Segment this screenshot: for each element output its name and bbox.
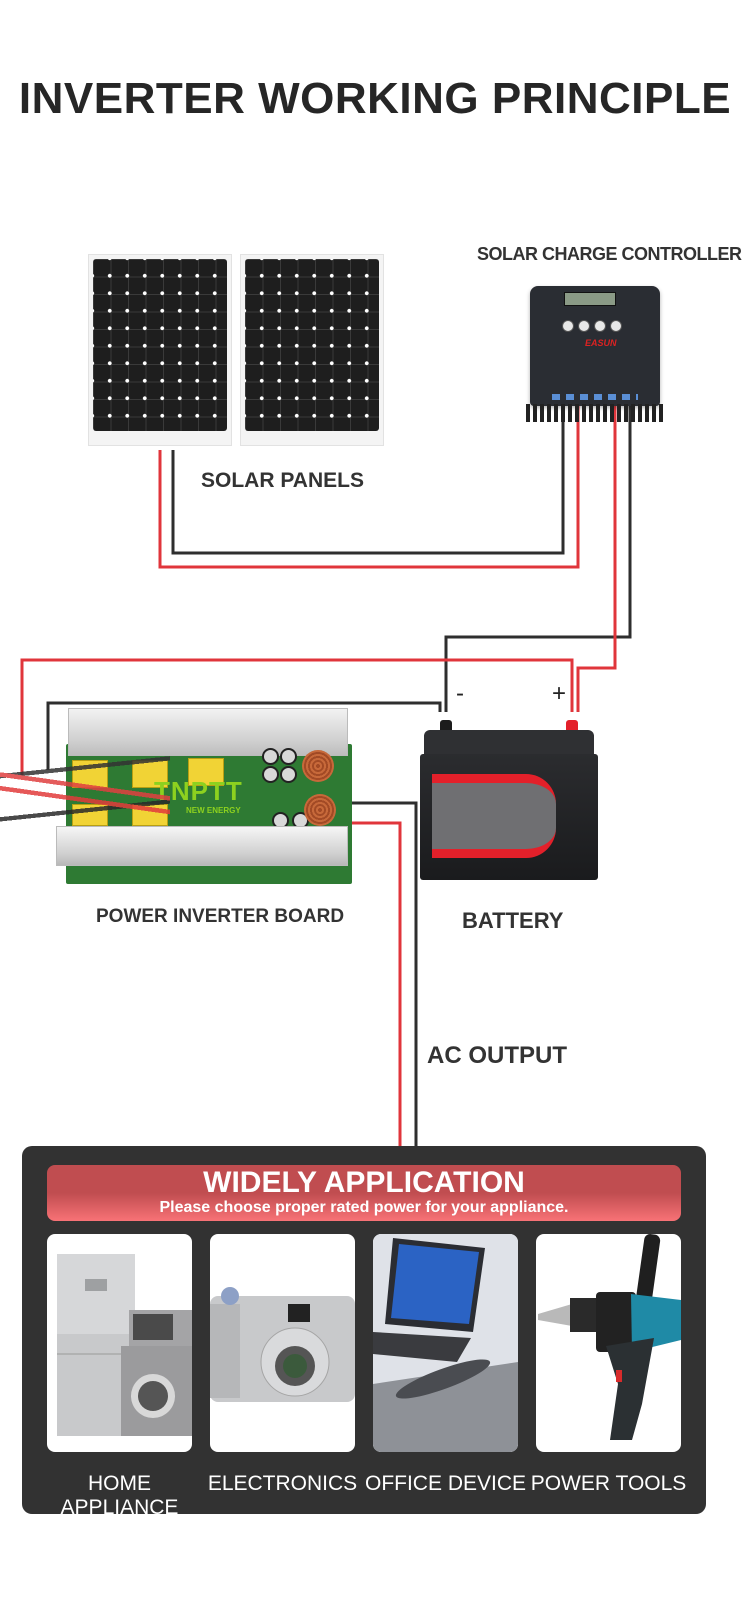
wire-controller-negative [444,406,632,712]
wire-ac-live [352,821,402,1146]
board-logo-subtitle: NEW ENERGY [186,806,241,815]
battery-positive-sign: + [552,680,567,707]
battery-negative-sign: - [456,680,464,707]
controller-lcd [564,292,616,306]
application-subheading: Please choose proper rated power for you… [159,1199,569,1216]
wire-panel-negative [171,406,565,555]
ac-output-label: AC OUTPUT [427,1042,567,1069]
wire-battery-positive [20,658,574,775]
controller-heatsink [526,404,664,422]
application-caption: OFFICE DEVICE [364,1472,527,1495]
laptop-icon [373,1234,518,1452]
controller-button [578,320,590,332]
page-title: INVERTER WORKING PRINCIPLE [18,74,732,123]
controller-button [594,320,606,332]
battery-label-window [432,774,556,858]
application-panel: WIDELY APPLICATION Please choose proper … [22,1146,706,1519]
wire-ac-neutral [352,801,418,1146]
controller-brand: EASUN [585,338,617,348]
wire-controller-positive [576,406,617,712]
home-appliance-card [47,1234,192,1452]
drill-icon [538,1234,681,1440]
application-heading: WIDELY APPLICATION [203,1166,525,1199]
wire-panel-positive [158,406,580,569]
battery-label: BATTERY [462,908,564,933]
inverter-board-label: POWER INVERTER BOARD [96,906,345,927]
solar-panels-label: SOLAR PANELS [201,469,364,492]
controller-button [562,320,574,332]
charge-controller-image: EASUN [526,286,664,422]
heatsink-bottom [56,826,348,866]
application-caption: ELECTRONICS [207,1472,358,1495]
power-tools-card [536,1234,681,1452]
camera-icon [210,1287,355,1402]
power-inverter-board-image: TNPTT NEW ENERGY [0,708,352,884]
application-caption: HOME APPLIANCE [60,1472,179,1519]
solar-panel-1 [88,254,232,446]
board-cables [0,746,170,836]
home-appliance-icon [57,1254,192,1436]
controller-terminals [552,394,638,400]
electronics-card [210,1234,355,1452]
office-device-card [373,1234,518,1452]
application-banner: WIDELY APPLICATION Please choose proper … [47,1165,681,1221]
solar-panel-2 [240,254,384,446]
battery-image: - + [420,680,598,882]
charge-controller-label: SOLAR CHARGE CONTROLLER [477,244,742,264]
application-caption: POWER TOOLS [530,1472,687,1495]
controller-button [610,320,622,332]
wire-battery-negative [46,701,442,770]
